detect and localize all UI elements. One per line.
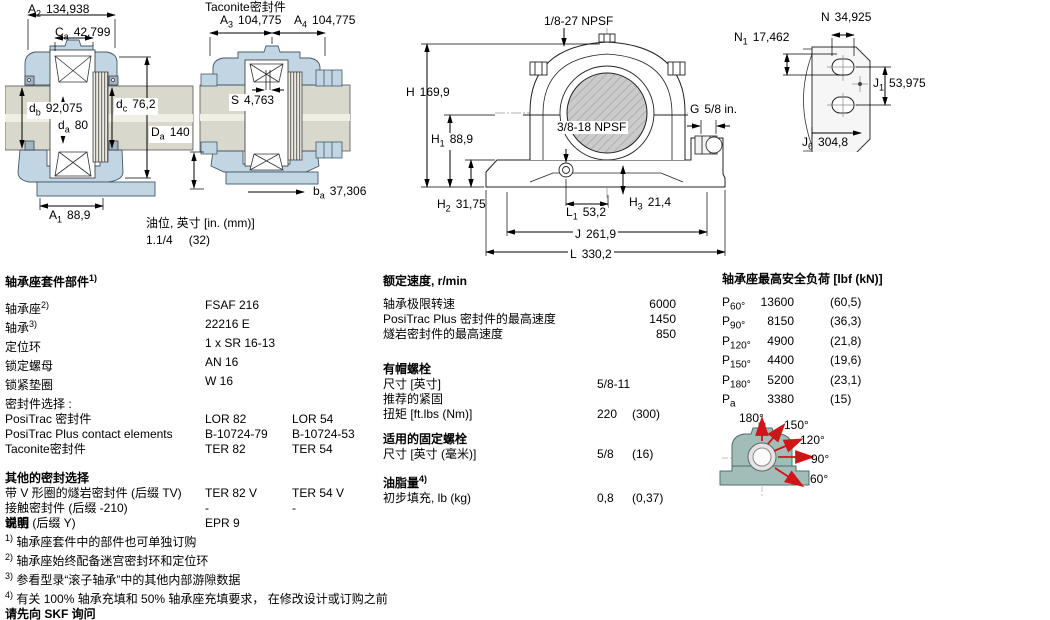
adapter-sleeve [287,71,303,161]
hole-centerlines [827,55,868,117]
housing-profile-arc [803,53,813,147]
table-row: 轴承3)22216 E [5,317,250,335]
bearing [244,59,289,171]
table-row: P60°13600(60,5) [722,295,862,313]
attach-bolt-header: 适用的固定螺栓 [383,432,468,446]
notes-footer: 请先向 SKF 询问 [5,607,96,620]
table-row: P120°4900(21,8) [722,333,862,352]
taconite-section-drawing [190,30,351,195]
torque-label-line: 推荐的紧固 [383,392,444,406]
footnote-1: 1) 轴承座套件中的部件也可单独订购 [5,533,197,549]
table-row: 端盖 (后缀 Y)EPR 9 [5,516,240,530]
angle-label-90: 90° [811,452,830,466]
grease-header: 油脂量4) [383,474,428,490]
other-seals-header: 其他的密封选择 [5,471,90,485]
oil-level-note: 油位, 英寸 [in. (mm)] 1.1/4(32) [146,215,255,249]
cap-bolt-header: 有帽螺栓 [383,362,432,376]
foot-plan-drawing [783,32,891,152]
footnotes: 说明 1) 轴承座套件中的部件也可单独订购 2) 轴承座始终配备迷宫密封环和定位… [5,516,388,620]
speed-header: 额定速度, r/min [383,274,468,288]
dimension-lines [421,28,730,256]
parts-header: 轴承座套件部件1) [5,273,98,289]
oil-plug [558,162,574,178]
table-row: P180°5200(23,1) [722,372,862,390]
housing-section-drawing [5,12,194,210]
oil-level-values: 1.1/4(32) [146,233,211,247]
angle-label-60: 60° [810,472,829,486]
grease-fitting [694,135,723,155]
taconite-seals [200,69,343,159]
angle-label-150: 150° [784,418,809,432]
dimension-lines [190,30,326,195]
angle-label-120: 120° [800,433,825,447]
seal-selection-header: 密封件选择 : [5,397,72,411]
load-header: 轴承座最高安全负荷 [lbf (kN)] [722,272,883,286]
dimension-lines [783,32,891,139]
dimension-lines [19,12,151,210]
angle-label-180: 180° [739,411,764,425]
table-row: 尺寸 [英寸 (毫米)]5/8(16) [383,447,654,461]
load-arrows [755,416,815,488]
bore-circle [559,65,655,161]
plate-center-mark [858,82,862,86]
cap-bolts [529,33,686,76]
oil-level-label: 油位, 英寸 [in. (mm)] [146,216,255,230]
table-row: 初步填充, lb (kg)0,8(0,37) [383,491,664,505]
load-table: 轴承座最高安全负荷 [lbf (kN)] P60°13600(60,5) P90… [722,272,1042,411]
footnote-3: 3) 参看型录“滚子轴承”中的其他内部游隙数据 [5,571,241,587]
dim-npsf-side: 3/8-18 NPSF [555,120,629,134]
mini-shaft [752,447,772,467]
taconite-title: Taconite密封件 [205,0,286,14]
footnote-2: 2) 轴承座始终配备迷宫密封环和定位环 [5,552,209,568]
footnote-4: 4) 有关 100% 轴承充填和 50% 轴承座充填要求， 在修改设计或订购之前 [5,590,388,606]
notes-header: 说明 [5,516,30,530]
shaft-circle [566,72,648,154]
table-row: 接触密封件 (后缀 -210)-- [5,501,296,515]
table-row: 扭矩 [ft.lbs (Nm)]220(300) [383,407,661,421]
load-direction-diagram [719,414,815,497]
table-row: P150°4400(19,6) [722,353,862,371]
dim-npsf-top: 1/8-27 NPSF [544,14,614,28]
adapter-sleeve [92,71,109,163]
table-row: 尺寸 [英寸]5/8-11 [383,377,631,391]
table-row: 轴承座2)FSAF 216 [5,298,260,316]
table-row: P90°8150(36,3) [722,314,862,332]
